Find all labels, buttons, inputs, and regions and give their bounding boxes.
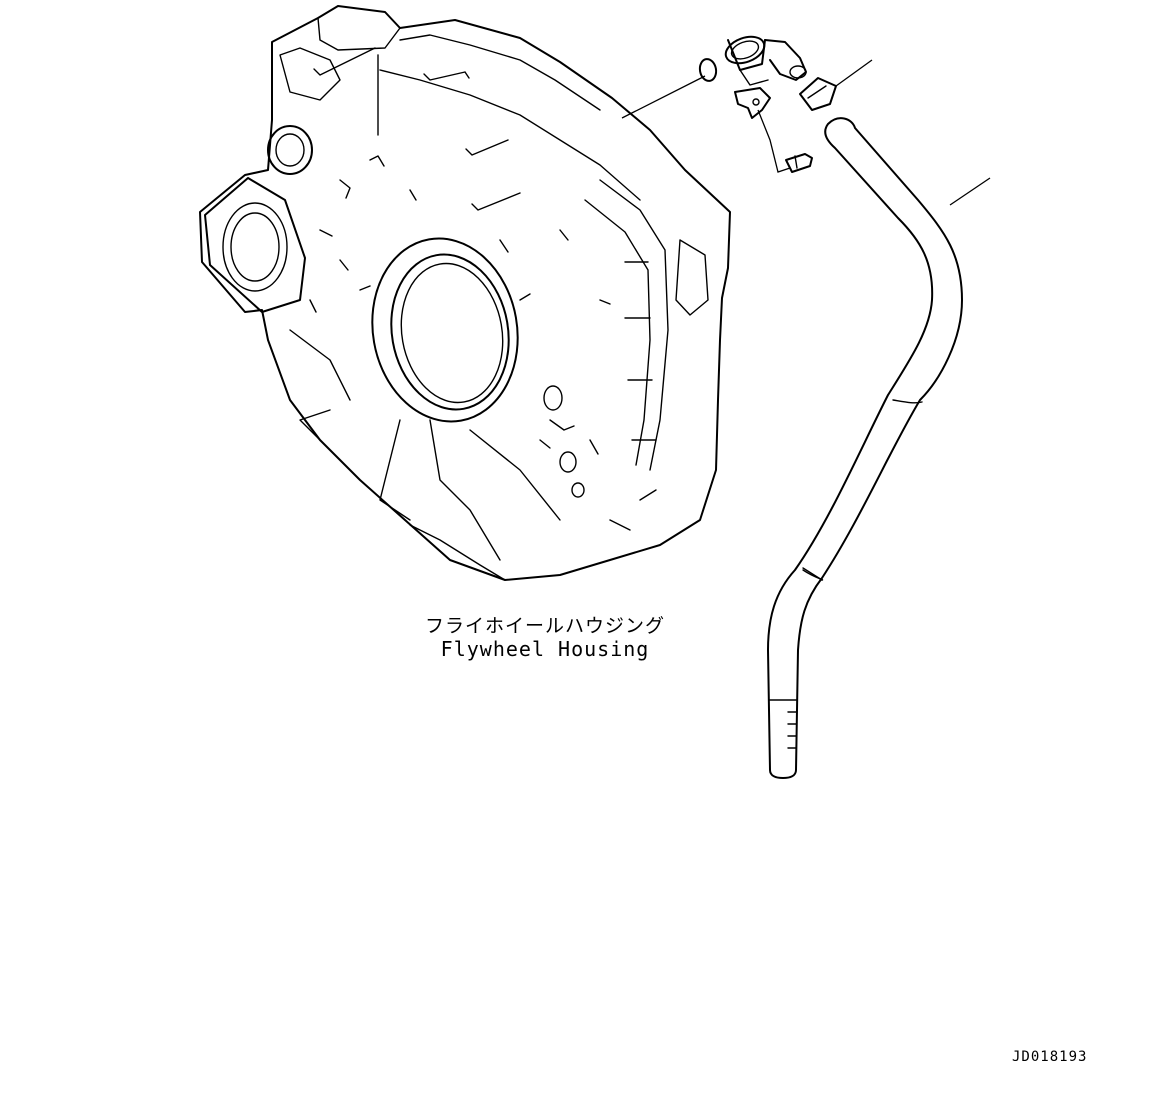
part-label-japanese: フライホイールハウジング — [424, 615, 665, 637]
part-label-english: Flywheel Housing — [440, 637, 650, 661]
flywheel-housing-drawing — [199, 5, 731, 581]
leader-clamp — [835, 59, 873, 87]
bolt — [785, 153, 813, 173]
breather-elbow — [724, 35, 807, 86]
breather-hose — [767, 117, 963, 779]
leader-hose — [949, 177, 991, 206]
clamp — [799, 77, 837, 111]
drawing-id: JD018193 — [1012, 1049, 1088, 1065]
bracket — [734, 87, 771, 119]
o-ring — [698, 58, 718, 82]
leader-bolt — [757, 109, 791, 173]
leader-o-ring — [621, 75, 706, 119]
